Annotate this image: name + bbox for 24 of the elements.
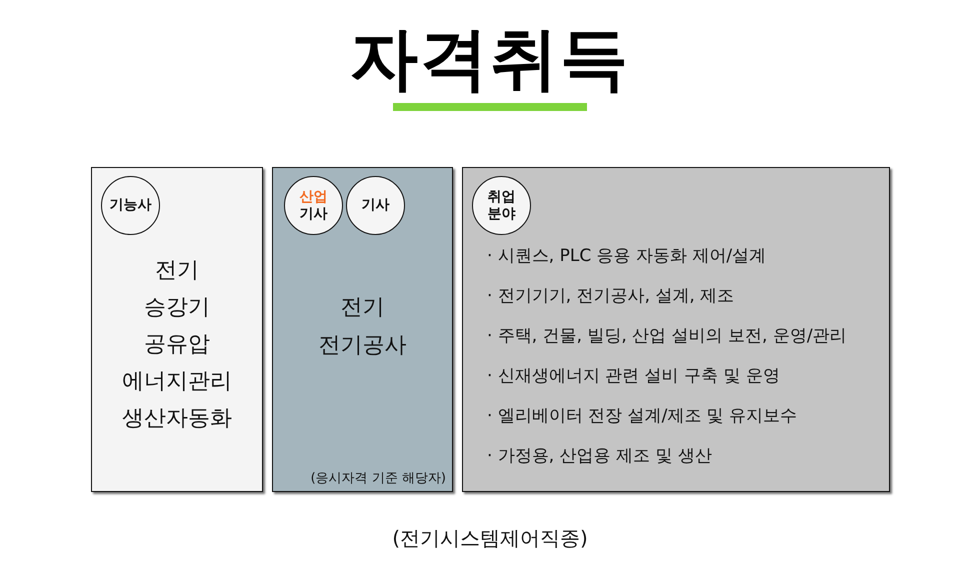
- bullet-item: · 주택, 건물, 빌딩, 산업 설비의 보전, 운영/관리: [487, 325, 847, 348]
- item-text: 전기공사: [318, 332, 406, 360]
- badge-label: 취업 분야: [486, 188, 516, 222]
- bullet-item: · 신재생에너지 관련 설비 구축 및 운영: [487, 365, 780, 388]
- bullet-item: · 가정용, 산업용 제조 및 생산: [487, 445, 712, 468]
- item-text: 승강기: [144, 294, 210, 322]
- badge-label: 기능사: [110, 197, 152, 214]
- badge-label: 기사: [300, 206, 328, 222]
- title: 자격취득: [350, 20, 630, 100]
- badge-label: 산업: [300, 188, 328, 206]
- badge-label: 기사: [362, 197, 390, 214]
- bullet-item: · 엘리베이터 전장 설계/제조 및 유지보수: [487, 405, 798, 428]
- item-text: 공유압: [144, 331, 210, 359]
- note-text: (응시자격 기준 해당자): [310, 470, 446, 488]
- caption: (전기시스템제어직종): [392, 525, 588, 552]
- info-panel: [272, 167, 453, 492]
- bullet-item: · 시퀀스, PLC 응용 자동화 제어/설계: [487, 245, 766, 268]
- info-panel: [462, 167, 890, 492]
- info-panel: [91, 167, 263, 492]
- item-text: 전기: [340, 294, 384, 322]
- item-text: 생산자동화: [122, 405, 232, 433]
- bullet-item: · 전기기기, 전기공사, 설계, 제조: [487, 285, 734, 308]
- item-text: 전기: [155, 257, 199, 285]
- item-text: 에너지관리: [122, 368, 232, 396]
